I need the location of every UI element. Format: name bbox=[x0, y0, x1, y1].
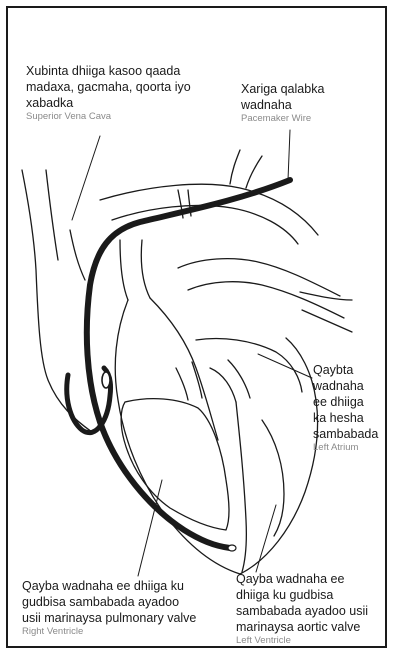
rv-label-line: usii marinaysa pulmonary valve bbox=[22, 610, 232, 626]
mitral-valve bbox=[210, 368, 236, 402]
left-atrium-label: Qaybta wadnaha ee dhiiga ka hesha sambab… bbox=[313, 362, 387, 454]
vena-cava-left-wall bbox=[22, 170, 92, 432]
leader-wire bbox=[288, 130, 290, 180]
la-label-line: Qaybta bbox=[313, 362, 387, 378]
la-label-line: sambabada bbox=[313, 426, 387, 442]
pulmonary-branch-2 bbox=[302, 310, 352, 332]
lv-label-line: sambabada ayadoo usii bbox=[236, 603, 386, 619]
ventricular-lead-tip bbox=[228, 545, 236, 551]
heart-right-border bbox=[115, 300, 240, 574]
rv-label-line: Qayba wadnaha ee dhiiga ku bbox=[22, 578, 232, 594]
left-atrium-wall bbox=[196, 339, 302, 393]
lv-label-line: Qayba wadnaha ee bbox=[236, 571, 386, 587]
aorta-right bbox=[141, 240, 150, 298]
lv-label-line: marinaysa aortic valve bbox=[236, 619, 386, 635]
rv-label-english: Right Ventricle bbox=[22, 626, 232, 638]
right-atrium-wall bbox=[150, 298, 218, 440]
lv-label-line: dhiiga ku gudbisa bbox=[236, 587, 386, 603]
wire-label-line: Xariga qalabka bbox=[241, 81, 371, 97]
tricuspid-leaflet-1 bbox=[176, 368, 188, 400]
atrial-lead-tip bbox=[102, 372, 110, 388]
svc-label-english: Superior Vena Cava bbox=[26, 111, 226, 123]
mitral-valve-2 bbox=[228, 360, 250, 398]
leader-svc bbox=[72, 136, 100, 220]
right-ventricle-label: Qayba wadnaha ee dhiiga ku gudbisa samba… bbox=[22, 578, 232, 638]
leader-la bbox=[258, 354, 312, 378]
la-label-line: ka hesha bbox=[313, 410, 387, 426]
la-label-line: ee dhiiga bbox=[313, 394, 387, 410]
rv-label-line: gudbisa sambabada ayadoo bbox=[22, 594, 232, 610]
svc-label-line: Xubinta dhiiga kasoo qaada bbox=[26, 63, 226, 79]
left-ventricle-label: Qayba wadnaha ee dhiiga ku gudbisa samba… bbox=[236, 571, 386, 647]
pulmonary-artery-bottom bbox=[188, 282, 344, 318]
pulmonary-artery-top bbox=[178, 259, 340, 296]
pulmonary-branch bbox=[300, 292, 352, 300]
svc-label-line: xabadka bbox=[26, 95, 226, 111]
la-label-english: Left Atrium bbox=[313, 442, 387, 454]
left-ventricle-inner bbox=[262, 420, 284, 536]
vena-cava-inner-wall bbox=[70, 230, 85, 280]
svc-label: Xubinta dhiiga kasoo qaada madaxa, gacma… bbox=[26, 63, 226, 123]
wire-label-line: wadnaha bbox=[241, 97, 371, 113]
wire-label-english: Pacemaker Wire bbox=[241, 113, 371, 125]
leader-lv bbox=[256, 505, 276, 572]
vena-cava-right-wall bbox=[46, 170, 58, 260]
lv-label-english: Left Ventricle bbox=[236, 635, 386, 647]
vessel-branch-4 bbox=[246, 156, 262, 188]
septum bbox=[236, 402, 246, 572]
pacemaker-wire bbox=[87, 180, 290, 548]
wire-label: Xariga qalabka wadnaha Pacemaker Wire bbox=[241, 81, 371, 125]
aorta-left bbox=[120, 240, 128, 300]
vessel-branch-3 bbox=[230, 150, 240, 184]
right-ventricle-chamber bbox=[121, 399, 229, 530]
la-label-line: wadnaha bbox=[313, 378, 387, 394]
svc-label-line: madaxa, gacmaha, qoorta iyo bbox=[26, 79, 226, 95]
